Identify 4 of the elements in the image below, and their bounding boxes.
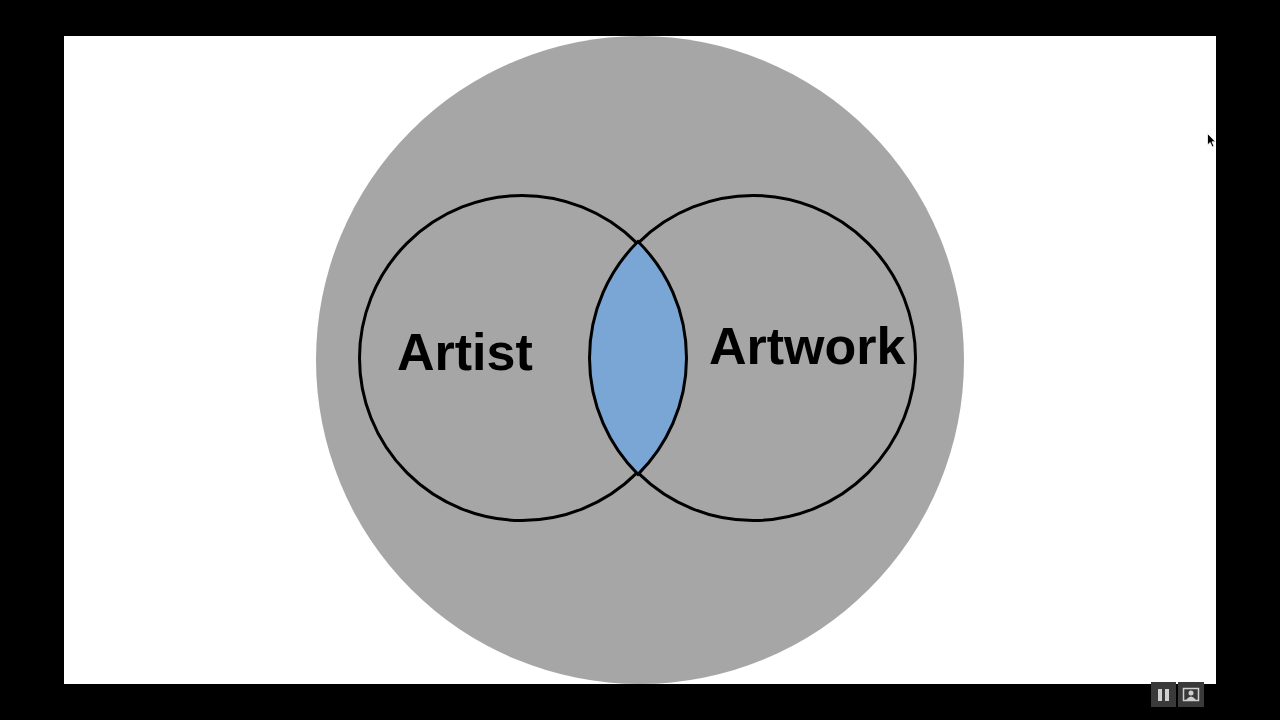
overlap-region xyxy=(587,240,688,476)
set-label: Artwork xyxy=(709,320,906,372)
set-label: Artist xyxy=(397,326,533,378)
outer-circle xyxy=(316,36,964,684)
